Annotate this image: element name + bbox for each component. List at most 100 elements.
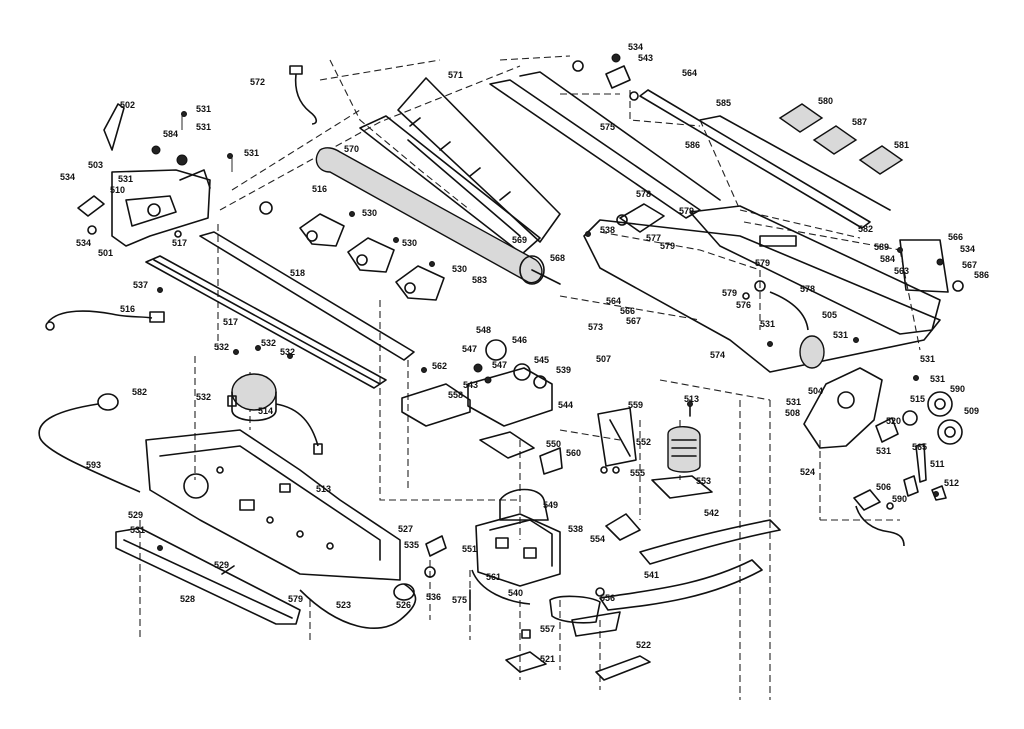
part-callout-529: 529 [128, 510, 143, 520]
part-callout-579: 579 [660, 241, 675, 251]
part-callout-511: 511 [930, 459, 945, 469]
part-callout-586: 586 [974, 270, 989, 280]
cable-516 [45, 310, 165, 331]
part-callout-536: 536 [426, 592, 441, 602]
part-callout-513: 513 [316, 484, 331, 494]
part-callout-530: 530 [362, 208, 377, 218]
carriage-assembly [401, 339, 563, 611]
part-callout-531: 531 [920, 354, 935, 364]
part-callout-564: 564 [682, 68, 697, 78]
part-callout-516: 516 [120, 304, 135, 314]
part-callout-584: 584 [880, 254, 895, 264]
part-callout-521: 521 [540, 654, 555, 664]
part-callout-576: 576 [736, 300, 751, 310]
part-callout-578: 578 [636, 189, 651, 199]
part-callout-508: 508 [785, 408, 800, 418]
part-callout-506: 506 [876, 482, 891, 492]
part-callout-534: 534 [60, 172, 75, 182]
part-callout-534: 534 [76, 238, 91, 248]
part-callout-501: 501 [98, 248, 113, 258]
part-callout-517: 517 [223, 317, 238, 327]
part-callout-579: 579 [679, 206, 694, 216]
part-callout-553: 553 [696, 476, 711, 486]
part-callout-579: 579 [288, 594, 303, 604]
top-right-small-parts [572, 53, 904, 175]
part-callout-502: 502 [120, 100, 135, 110]
part-callout-538: 538 [600, 225, 615, 235]
part-callout-563: 563 [894, 266, 909, 276]
part-callout-575: 575 [600, 122, 615, 132]
part-callout-545: 545 [534, 355, 549, 365]
platen-roller [315, 147, 561, 285]
part-callout-566: 566 [948, 232, 963, 242]
part-callout-530: 530 [402, 238, 417, 248]
part-callout-537: 537 [133, 280, 148, 290]
part-callout-557: 557 [540, 624, 555, 634]
part-callout-551: 551 [462, 544, 477, 554]
part-callout-503: 503 [88, 160, 103, 170]
part-callout-540: 540 [508, 588, 523, 598]
part-callout-549: 549 [543, 500, 558, 510]
part-callout-568: 568 [550, 253, 565, 263]
bottom-small-parts [505, 587, 651, 681]
part-callout-532: 532 [196, 392, 211, 402]
part-callout-535: 535 [404, 540, 419, 550]
part-callout-548: 548 [476, 325, 491, 335]
part-callout-574: 574 [710, 350, 725, 360]
part-callout-531: 531 [930, 374, 945, 384]
part-callout-515: 515 [910, 394, 925, 404]
part-callout-570: 570 [344, 144, 359, 154]
cable-572 [289, 65, 318, 125]
part-callout-583: 583 [472, 275, 487, 285]
part-callout-587: 587 [852, 117, 867, 127]
part-callout-593: 593 [86, 460, 101, 470]
part-callout-560: 560 [566, 448, 581, 458]
part-callout-527: 527 [398, 524, 413, 534]
part-callout-565: 565 [912, 442, 927, 452]
part-callout-513: 513 [684, 394, 699, 404]
part-callout-530: 530 [452, 264, 467, 274]
part-callout-541: 541 [644, 570, 659, 580]
part-callout-586: 586 [685, 140, 700, 150]
part-callout-569: 569 [512, 235, 527, 245]
part-callout-534: 534 [960, 244, 975, 254]
part-callout-531: 531 [196, 122, 211, 132]
middle-brackets [299, 203, 809, 331]
part-callout-561: 561 [486, 572, 501, 582]
top-right-rails [489, 71, 941, 373]
part-callout-532: 532 [280, 347, 295, 357]
part-callout-529: 529 [214, 560, 229, 570]
part-callout-531: 531 [833, 330, 848, 340]
part-callout-504: 504 [808, 386, 823, 396]
base-plate [145, 429, 401, 581]
part-callout-552: 552 [636, 437, 651, 447]
part-callout-547: 547 [492, 360, 507, 370]
motor-514 [227, 373, 323, 455]
part-callout-532: 532 [261, 338, 276, 348]
part-callout-579: 579 [722, 288, 737, 298]
paper-guide-plates [359, 77, 561, 255]
part-callout-510: 510 [110, 185, 125, 195]
part-callout-531: 531 [760, 319, 775, 329]
part-callout-579: 579 [755, 258, 770, 268]
part-callout-532: 532 [214, 342, 229, 352]
part-callout-509: 509 [964, 406, 979, 416]
part-callout-538: 538 [568, 524, 583, 534]
part-callout-582: 582 [858, 224, 873, 234]
part-callout-531: 531 [786, 397, 801, 407]
ribbon-cable [38, 393, 417, 630]
part-callout-567: 567 [626, 316, 641, 326]
carriage-shafts [145, 231, 415, 389]
part-callout-589: 589 [874, 242, 889, 252]
part-callout-577: 577 [646, 233, 661, 243]
part-callout-512: 512 [944, 478, 959, 488]
part-callout-531: 531 [244, 148, 259, 158]
part-callout-566: 566 [620, 306, 635, 316]
part-callout-584: 584 [163, 129, 178, 139]
part-callout-543: 543 [463, 380, 478, 390]
electronic-parts [597, 399, 713, 499]
part-callout-543: 543 [638, 53, 653, 63]
part-callout-578: 578 [800, 284, 815, 294]
